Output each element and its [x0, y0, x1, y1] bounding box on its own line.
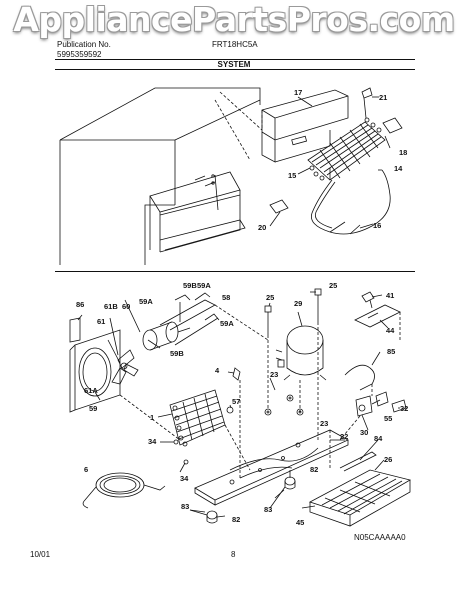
- leveling-feet-82-83: [189, 476, 296, 524]
- compressor-29: [275, 325, 327, 381]
- callout-59b-bottom: 59B: [170, 349, 184, 358]
- callout-30: 30: [360, 428, 368, 437]
- title-rule: [55, 69, 415, 70]
- callout-61a: 61A: [84, 386, 98, 395]
- callout-34-upper: 34: [148, 437, 157, 446]
- drain-pan-26: [308, 451, 412, 527]
- callout-25-right: 25: [329, 281, 337, 290]
- drain-tube-6: [82, 472, 166, 509]
- callout-59: 59: [89, 404, 97, 413]
- header-rule: [55, 59, 415, 60]
- relay-cover-32: [391, 399, 407, 413]
- fan-shroud-59: [69, 329, 121, 413]
- publication-label: Publication No.: [57, 40, 111, 49]
- callout-85: 85: [387, 347, 395, 356]
- relay-overload-30-55: [355, 391, 389, 417]
- clip-34-lower: [183, 459, 189, 465]
- section-title: SYSTEM: [217, 60, 251, 69]
- callout-61: 61: [97, 317, 105, 326]
- watermark: AppliancePartsPros.com: [13, 0, 455, 39]
- grommets-23: [264, 394, 304, 416]
- callout-44: 44: [386, 326, 395, 335]
- condenser-coil-1: [169, 389, 226, 447]
- callout-6: 6: [84, 465, 88, 474]
- callout-59b-top: 59B: [183, 281, 197, 290]
- callout-60: 60: [122, 302, 130, 311]
- publication-number: 5995359592: [57, 50, 102, 59]
- section-divider: [55, 271, 415, 272]
- callout-83-mid: 83: [264, 505, 272, 514]
- mounting-studs-25: [264, 288, 322, 335]
- callout-59a-mid: 59A: [139, 297, 153, 306]
- callout-83-left: 83: [181, 502, 189, 511]
- callout-18: 18: [399, 148, 407, 157]
- evaporator-cover-17: [261, 89, 349, 163]
- callout-15: 15: [288, 171, 296, 180]
- callout-58: 58: [222, 293, 230, 302]
- foam-pad-20: [269, 199, 289, 214]
- callout-82-bottom: 82: [232, 515, 240, 524]
- fan-blade-61: [111, 349, 139, 385]
- heater-loop-14-16: [311, 169, 391, 235]
- callout-4: 4: [215, 366, 220, 375]
- footer-page: 8: [231, 550, 236, 559]
- callout-22: 22: [340, 432, 348, 441]
- callout-86: 86: [76, 300, 84, 309]
- callout-23-lower: 23: [320, 419, 328, 428]
- callout-59a-right: 59A: [220, 319, 234, 328]
- callout-25-left: 25: [266, 293, 274, 302]
- leader-lines-bottom: [119, 304, 401, 478]
- fan-bracket-59a: [159, 292, 220, 346]
- clip-21: [361, 87, 373, 99]
- callout-45: 45: [296, 518, 304, 527]
- callout-55: 55: [384, 414, 392, 423]
- callout-32: 32: [400, 404, 408, 413]
- model-number: FRT18HC5A: [212, 40, 258, 49]
- callout-16: 16: [373, 221, 381, 230]
- callout-29: 29: [294, 299, 302, 308]
- callout-17: 17: [294, 88, 302, 97]
- callout-61b: 61B: [104, 302, 118, 311]
- grommet-57: [226, 406, 234, 414]
- callout-labels: 21 17 18 15 14 20 16 86 61B 60 59B 59A 5…: [76, 88, 408, 527]
- part-4: [232, 367, 241, 381]
- callout-84: 84: [374, 434, 383, 443]
- diagram-code: N05CAAAAA0: [354, 533, 406, 542]
- fan-motor-60: [142, 321, 191, 351]
- callout-1: 1: [150, 413, 154, 422]
- callout-14: 14: [394, 164, 403, 173]
- refrigerator-cabinet: [59, 87, 261, 265]
- footer-date: 10/01: [30, 550, 51, 559]
- callout-82-mid: 82: [310, 465, 318, 474]
- callout-57: 57: [232, 397, 240, 406]
- part-86: [69, 317, 81, 343]
- callout-26: 26: [384, 455, 392, 464]
- callout-23-upper: 23: [270, 370, 278, 379]
- base-plate-22: [194, 429, 349, 506]
- tube-85: [344, 364, 375, 391]
- clip-34-upper: [173, 439, 179, 445]
- callout-34-lower: 34: [180, 474, 189, 483]
- foam-pad-18: [382, 117, 403, 134]
- callout-59a-top: 59A: [197, 281, 211, 290]
- callout-21: 21: [379, 93, 387, 102]
- callout-41: 41: [386, 291, 394, 300]
- callout-20: 20: [258, 223, 266, 232]
- evaporator-coil-15: [307, 117, 386, 181]
